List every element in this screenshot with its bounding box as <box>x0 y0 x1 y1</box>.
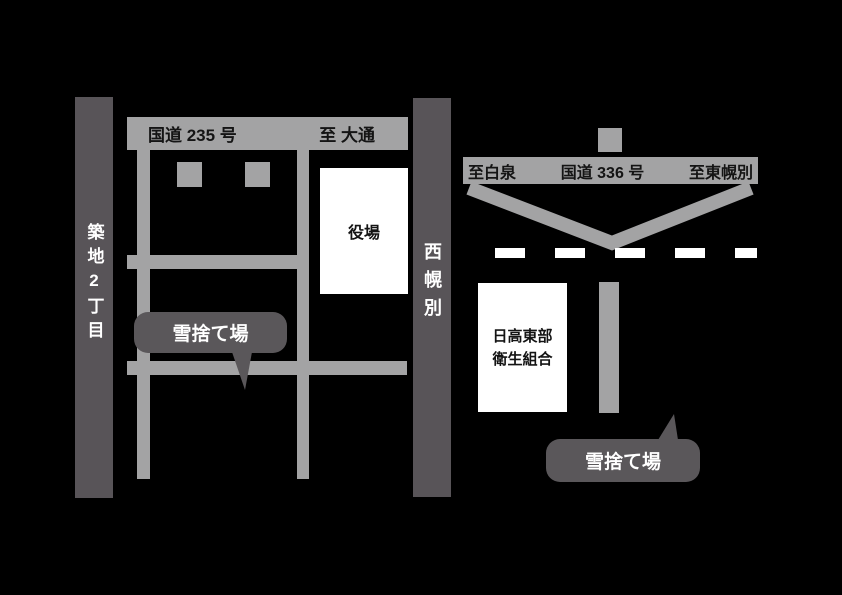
route-336-label: 国道 336 号 <box>560 164 645 182</box>
direction-hakusen-label: 至白泉 <box>468 164 517 182</box>
left-callout-pointer <box>232 352 252 390</box>
sanitation-association-label-line1: 日高東部 <box>492 327 553 345</box>
right-map-block-square <box>598 128 622 152</box>
left-map-street-bottom <box>127 361 407 375</box>
v-shaped-road <box>466 181 754 251</box>
railway-dash <box>735 248 757 258</box>
district-bar-tsukiji-label: 築地2丁目 <box>84 222 104 345</box>
railway-dash <box>495 248 525 258</box>
district-bar-tsukiji: 築地2丁目 <box>75 97 113 498</box>
route-336-road: 至白泉 国道 336 号 至東幌別 <box>463 157 758 184</box>
sanitation-association-label-line2: 衛生組合 <box>492 350 553 368</box>
left-map-street-middle <box>127 255 309 269</box>
sanitation-association-building: 日高東部 衛生組合 <box>478 283 567 412</box>
district-bar-nishihorobetsu: 西幌別 <box>413 98 451 497</box>
railway-dash <box>615 248 645 258</box>
direction-higashihorobetsu-label: 至東幌別 <box>688 164 753 182</box>
town-office-label: 役場 <box>347 225 380 242</box>
snow-dump-callout-right: 雪捨て場 <box>546 439 700 482</box>
railway-dash <box>555 248 585 258</box>
right-map-access-road <box>599 282 619 413</box>
snow-dump-callout-left-label: 雪捨て場 <box>172 324 249 345</box>
route-235-label: 国道 235 号 <box>148 126 237 145</box>
left-map-block-square-1 <box>177 162 202 187</box>
railway-dashed-line <box>495 248 757 258</box>
district-bar-nishihorobetsu-label: 西幌別 <box>422 241 442 326</box>
left-map-block-square-2 <box>245 162 270 187</box>
railway-dash <box>675 248 705 258</box>
route-235-road: 国道 235 号 至 大通 <box>127 117 408 150</box>
snow-dump-callout-right-label: 雪捨て場 <box>584 452 661 473</box>
right-callout-pointer <box>658 414 678 440</box>
left-map-street-vertical-2 <box>297 150 309 479</box>
town-office-building: 役場 <box>320 168 408 294</box>
snow-dump-callout-left: 雪捨て場 <box>134 312 287 353</box>
direction-odori-label: 至 大通 <box>319 126 375 145</box>
